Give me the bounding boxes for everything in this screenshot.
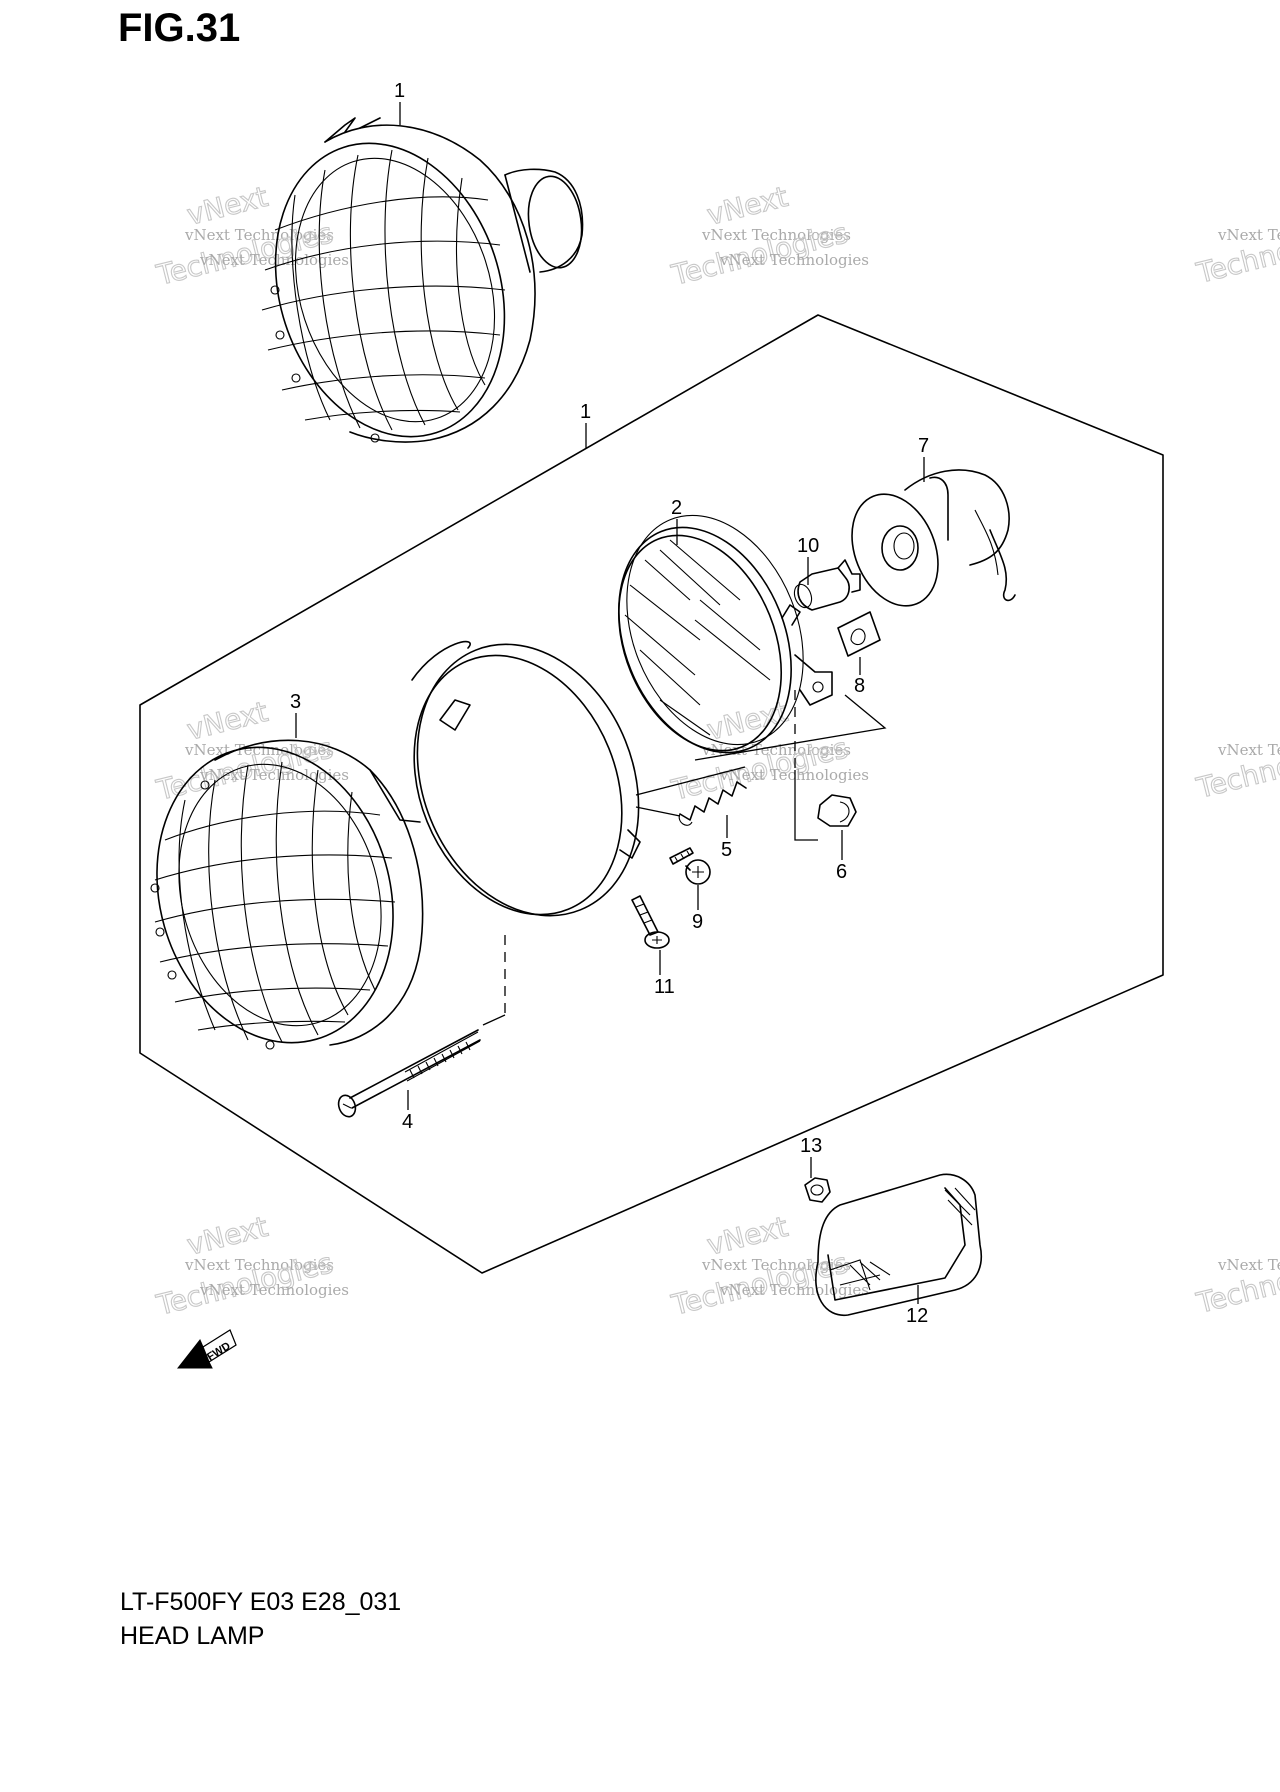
callout-6: 6 <box>836 830 847 883</box>
long-screw <box>337 1029 481 1118</box>
nut-13 <box>804 1177 831 1203</box>
callout-10: 10 <box>797 535 819 585</box>
svg-text:2: 2 <box>671 497 682 519</box>
nut-6 <box>817 794 857 827</box>
reflector <box>815 1173 982 1316</box>
watermark: vNext vNext Technologies Technologies vN… <box>667 1209 869 1322</box>
svg-text:12: 12 <box>906 1305 928 1327</box>
adjusting-screw <box>669 847 711 885</box>
screw-11 <box>631 895 670 949</box>
svg-text:vNext Technologies: vNext Technologies <box>1217 226 1280 244</box>
bulb <box>793 559 861 611</box>
svg-text:vNext Technologies: vNext Technologies <box>719 766 869 784</box>
svg-text:vNext Technologies: vNext Technologies <box>1217 741 1280 759</box>
callout-7: 7 <box>918 435 929 482</box>
svg-text:7: 7 <box>918 435 929 457</box>
watermark: vNext vNext Technologies Technologies vN… <box>152 179 349 292</box>
svg-text:vNext Technologies: vNext Technologies <box>1217 1256 1280 1274</box>
svg-text:vNext Technologies: vNext Technologies <box>719 1281 869 1299</box>
callout-1-box: 1 <box>580 401 591 448</box>
callout-4: 4 <box>402 1090 413 1133</box>
svg-text:vNext Technologies: vNext Technologies <box>701 741 851 759</box>
svg-text:vNext Technologies: vNext Technologies <box>184 1256 334 1274</box>
svg-text:vNext: vNext <box>704 180 791 232</box>
watermark: vNext Technologies Technologies <box>1192 214 1280 291</box>
watermark: vNext vNext Technologies Technologies vN… <box>667 694 869 807</box>
model-code: LT-F500FY E03 E28_031 <box>120 1588 402 1616</box>
svg-text:9: 9 <box>692 911 703 933</box>
svg-text:vNext Technologies: vNext Technologies <box>719 251 869 269</box>
headlamp-rim <box>411 640 641 917</box>
callout-11: 11 <box>654 950 675 998</box>
callout-13: 13 <box>800 1135 822 1178</box>
svg-text:8: 8 <box>854 675 865 697</box>
svg-text:vNext: vNext <box>184 695 271 747</box>
bulb-socket <box>851 469 1016 607</box>
svg-text:10: 10 <box>797 535 819 557</box>
callout-5: 5 <box>721 815 732 861</box>
watermark: vNext vNext Technologies Technologies vN… <box>152 694 349 807</box>
watermark: vNext vNext Technologies Technologies vN… <box>667 179 869 292</box>
headlamp-housing-guard <box>150 739 424 1050</box>
fwd-arrow-icon: FWD <box>176 1329 237 1369</box>
callout-3: 3 <box>290 691 301 738</box>
callout-2: 2 <box>671 497 682 545</box>
clamp-plate <box>837 611 881 657</box>
svg-text:vNext Technologies: vNext Technologies <box>199 1281 349 1299</box>
svg-text:vNext: vNext <box>704 1210 791 1262</box>
svg-text:3: 3 <box>290 691 301 713</box>
watermark: vNext Technologies Technologies <box>1192 1244 1280 1321</box>
callout-12: 12 <box>906 1285 928 1327</box>
callout-9: 9 <box>692 885 703 933</box>
svg-text:vNext Technologies: vNext Technologies <box>701 1256 851 1274</box>
svg-text:1: 1 <box>580 401 591 423</box>
diagram-title: HEAD LAMP <box>120 1622 265 1650</box>
assembly-lines <box>482 690 887 1026</box>
figure-title: FIG.31 <box>118 6 241 50</box>
svg-text:1: 1 <box>394 80 405 102</box>
svg-text:vNext Technologies: vNext Technologies <box>199 766 349 784</box>
headlamp-assembly-complete <box>261 117 584 443</box>
svg-text:4: 4 <box>402 1111 413 1133</box>
watermark: vNext Technologies Technologies <box>1192 729 1280 806</box>
svg-text:11: 11 <box>654 976 675 998</box>
assembly-boundary <box>139 314 1164 1274</box>
watermark: vNext vNext Technologies Technologies vN… <box>152 1209 349 1322</box>
svg-text:6: 6 <box>836 861 847 883</box>
svg-text:vNext: vNext <box>184 1210 271 1262</box>
callout-8: 8 <box>854 657 865 697</box>
lens-reflector-unit <box>617 514 833 754</box>
svg-text:5: 5 <box>721 839 732 861</box>
callout-1-top: 1 <box>394 80 405 125</box>
svg-text:vNext Technologies: vNext Technologies <box>701 226 851 244</box>
svg-text:vNext Technologies: vNext Technologies <box>184 226 334 244</box>
svg-text:vNext Technologies: vNext Technologies <box>199 251 349 269</box>
svg-text:vNext: vNext <box>184 180 271 232</box>
svg-text:13: 13 <box>800 1135 822 1157</box>
